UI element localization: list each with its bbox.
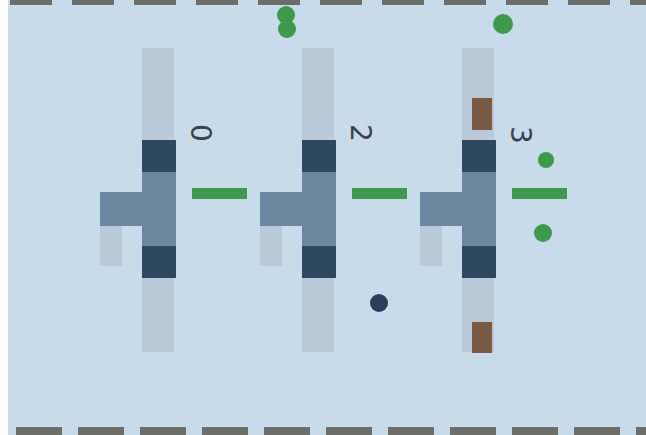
boundary-dash <box>388 427 434 435</box>
dark-block <box>302 246 336 278</box>
side-rail <box>260 226 282 266</box>
boundary-dash <box>78 427 124 435</box>
machine-unit <box>420 48 567 352</box>
machine-unit <box>260 48 407 352</box>
unit-number: 3 <box>506 126 534 144</box>
boundary-dash <box>444 0 486 5</box>
boundary-dash <box>264 427 310 435</box>
side-rail <box>420 226 442 266</box>
boundary-dash <box>140 427 186 435</box>
unit-number: 2 <box>346 124 374 142</box>
boundary-dash <box>568 0 610 5</box>
boundary-dash <box>258 0 300 5</box>
green-marker <box>493 14 513 34</box>
boundary-dash <box>512 427 558 435</box>
boundary-dash <box>202 427 248 435</box>
boundary-dash <box>450 427 496 435</box>
green-marker <box>534 224 552 242</box>
dark-block <box>302 140 336 172</box>
green-marker <box>538 152 554 168</box>
unit-number: 0 <box>186 124 214 142</box>
boundary-dash <box>382 0 424 5</box>
green-dash <box>352 188 407 199</box>
floor <box>8 0 646 435</box>
boundary-dash <box>630 0 646 5</box>
brown-block <box>472 322 492 353</box>
green-dash <box>192 188 247 199</box>
dark-marker <box>370 294 388 312</box>
body <box>142 172 176 246</box>
boundary-dash <box>72 0 114 5</box>
side-rail <box>100 226 122 266</box>
boundary-dash <box>10 0 52 5</box>
dark-block <box>462 246 496 278</box>
body <box>462 172 496 246</box>
green-dash <box>512 188 567 199</box>
boundary-dash <box>320 0 362 5</box>
machine-unit <box>100 48 247 352</box>
boundary-dash <box>636 427 646 435</box>
dark-block <box>462 140 496 172</box>
body <box>302 172 336 246</box>
boundary-dash <box>134 0 176 5</box>
boundary-dashes <box>10 0 646 435</box>
brown-block <box>472 98 492 130</box>
boundary-dash <box>326 427 372 435</box>
green-marker <box>278 20 296 38</box>
boundary-dash <box>196 0 238 5</box>
boundary-dash <box>574 427 620 435</box>
boundary-dash <box>506 0 548 5</box>
green-markers <box>277 6 554 242</box>
boundary-dash <box>16 427 62 435</box>
dark-block <box>142 140 176 172</box>
dark-block <box>142 246 176 278</box>
machine-units <box>100 48 567 352</box>
